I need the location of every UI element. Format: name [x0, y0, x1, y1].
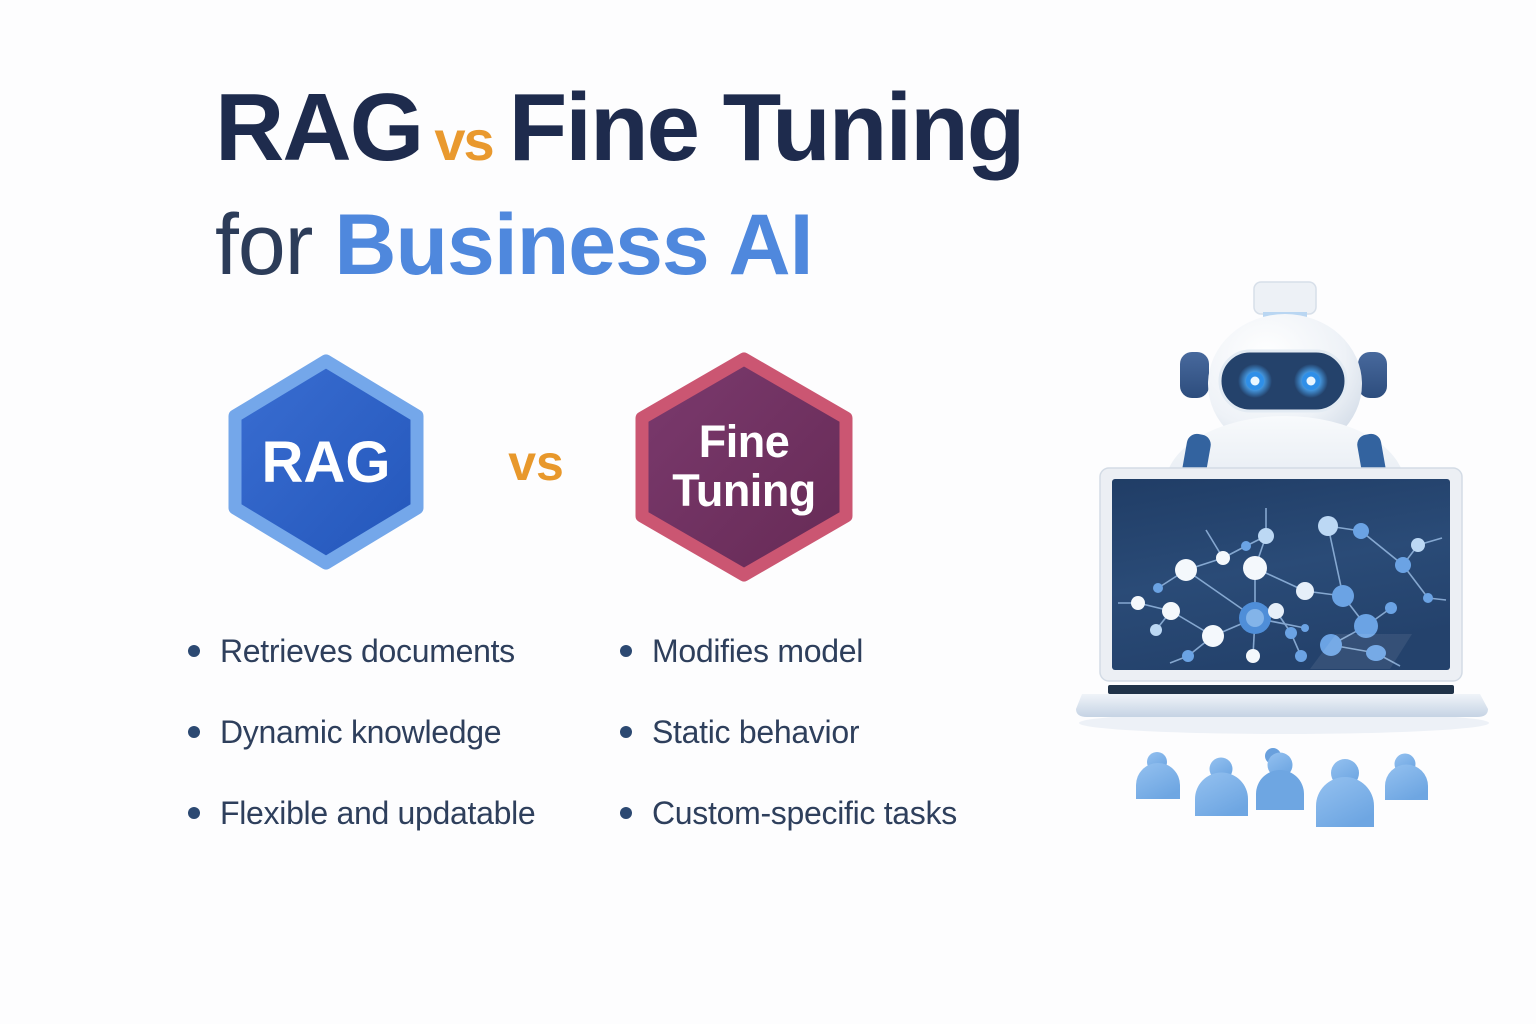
fine-tuning-bullet-list: Modifies model Static behavior Custom-sp… — [620, 632, 1060, 877]
list-item: Static behavior — [620, 713, 1060, 750]
fine-tuning-label-line1: Fine — [698, 416, 790, 468]
ground-shadow — [1079, 712, 1489, 734]
rag-badge-label: RAG — [261, 429, 391, 495]
robot-eye-left — [1238, 364, 1272, 398]
bullet-dot — [620, 645, 632, 657]
fine-tuning-point-2: Static behavior — [652, 713, 860, 750]
fine-tuning-label-line2: Tuning — [672, 465, 816, 516]
screen-reflection — [1310, 634, 1412, 669]
person-icon — [1136, 752, 1180, 799]
bullet-dot — [188, 645, 200, 657]
list-item: Retrieves documents — [188, 632, 608, 669]
person-icon — [1316, 759, 1374, 827]
illustration-svg — [1076, 281, 1489, 827]
fine-tuning-hexagon-badge: Fine Tuning — [633, 350, 855, 584]
bullet-dot — [188, 726, 200, 738]
bullet-dot — [188, 807, 200, 819]
laptop-base — [1076, 694, 1488, 717]
rag-point-1: Retrieves documents — [220, 632, 515, 669]
fine-tuning-badge-label: Fine Tuning — [633, 350, 855, 584]
person-icon — [1385, 753, 1428, 800]
robot-ear-left — [1180, 352, 1209, 398]
hexagon-shape-blue — [228, 354, 424, 570]
title-vs: vs — [434, 109, 494, 172]
rag-bullet-list: Retrieves documents Dynamic knowledge Fl… — [188, 632, 608, 877]
title-business-ai: Business AI — [334, 197, 813, 293]
versus-label: vs — [508, 435, 564, 491]
bullet-dot — [620, 807, 632, 819]
title-for: for — [215, 197, 313, 293]
bullet-dot — [620, 726, 632, 738]
neural-network-graph-icon — [1118, 508, 1447, 669]
hexagon-shape-plum — [635, 352, 853, 582]
robot-eye-right — [1294, 364, 1328, 398]
laptop-icon — [1076, 467, 1488, 717]
rag-point-3: Flexible and updatable — [220, 794, 536, 831]
fine-tuning-point-1: Modifies model — [652, 632, 864, 669]
fine-tuning-point-3: Custom-specific tasks — [652, 794, 957, 831]
list-item: Flexible and updatable — [188, 794, 608, 831]
list-item: Custom-specific tasks — [620, 794, 1060, 831]
audience-people-icons — [1136, 748, 1428, 827]
robot-laptop-illustration — [1058, 268, 1510, 868]
list-item: Modifies model — [620, 632, 1060, 669]
title-fine-tuning: Fine Tuning — [508, 74, 1026, 181]
laptop-hinge — [1108, 685, 1454, 694]
robot-ear-right — [1358, 352, 1387, 398]
title-rag: RAG — [215, 74, 424, 181]
rag-point-2: Dynamic knowledge — [220, 713, 502, 750]
person-icon — [1195, 757, 1248, 816]
person-icon — [1256, 748, 1304, 810]
rag-hexagon-badge: RAG — [226, 352, 426, 572]
list-item: Dynamic knowledge — [188, 713, 608, 750]
